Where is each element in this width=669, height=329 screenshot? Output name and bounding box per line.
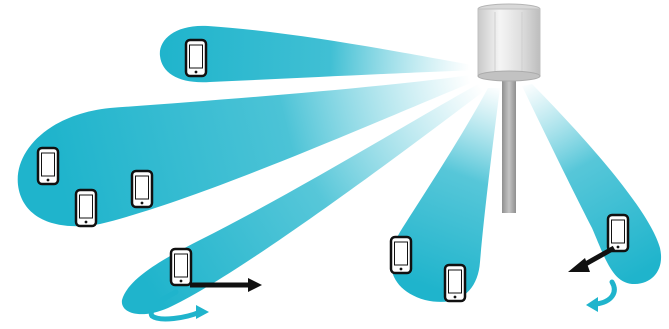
- tower-bottom-rim: [478, 71, 540, 81]
- smartphone-icon: [38, 148, 58, 184]
- smartphone-icon: [391, 237, 411, 273]
- beam-right: [522, 84, 661, 284]
- smartphone-icon: [608, 215, 628, 251]
- tower-body: [478, 9, 540, 76]
- smartphone-icon: [186, 40, 206, 76]
- beams-group: [18, 26, 661, 314]
- smartphone-icon: [445, 265, 465, 301]
- smartphone-icon: [132, 171, 152, 207]
- beam-upper-left: [160, 26, 478, 82]
- curved-arrow-icon: [586, 282, 614, 312]
- tower-pole: [502, 78, 516, 213]
- smartphone-icon: [171, 249, 191, 285]
- smartphone-icon: [76, 190, 96, 226]
